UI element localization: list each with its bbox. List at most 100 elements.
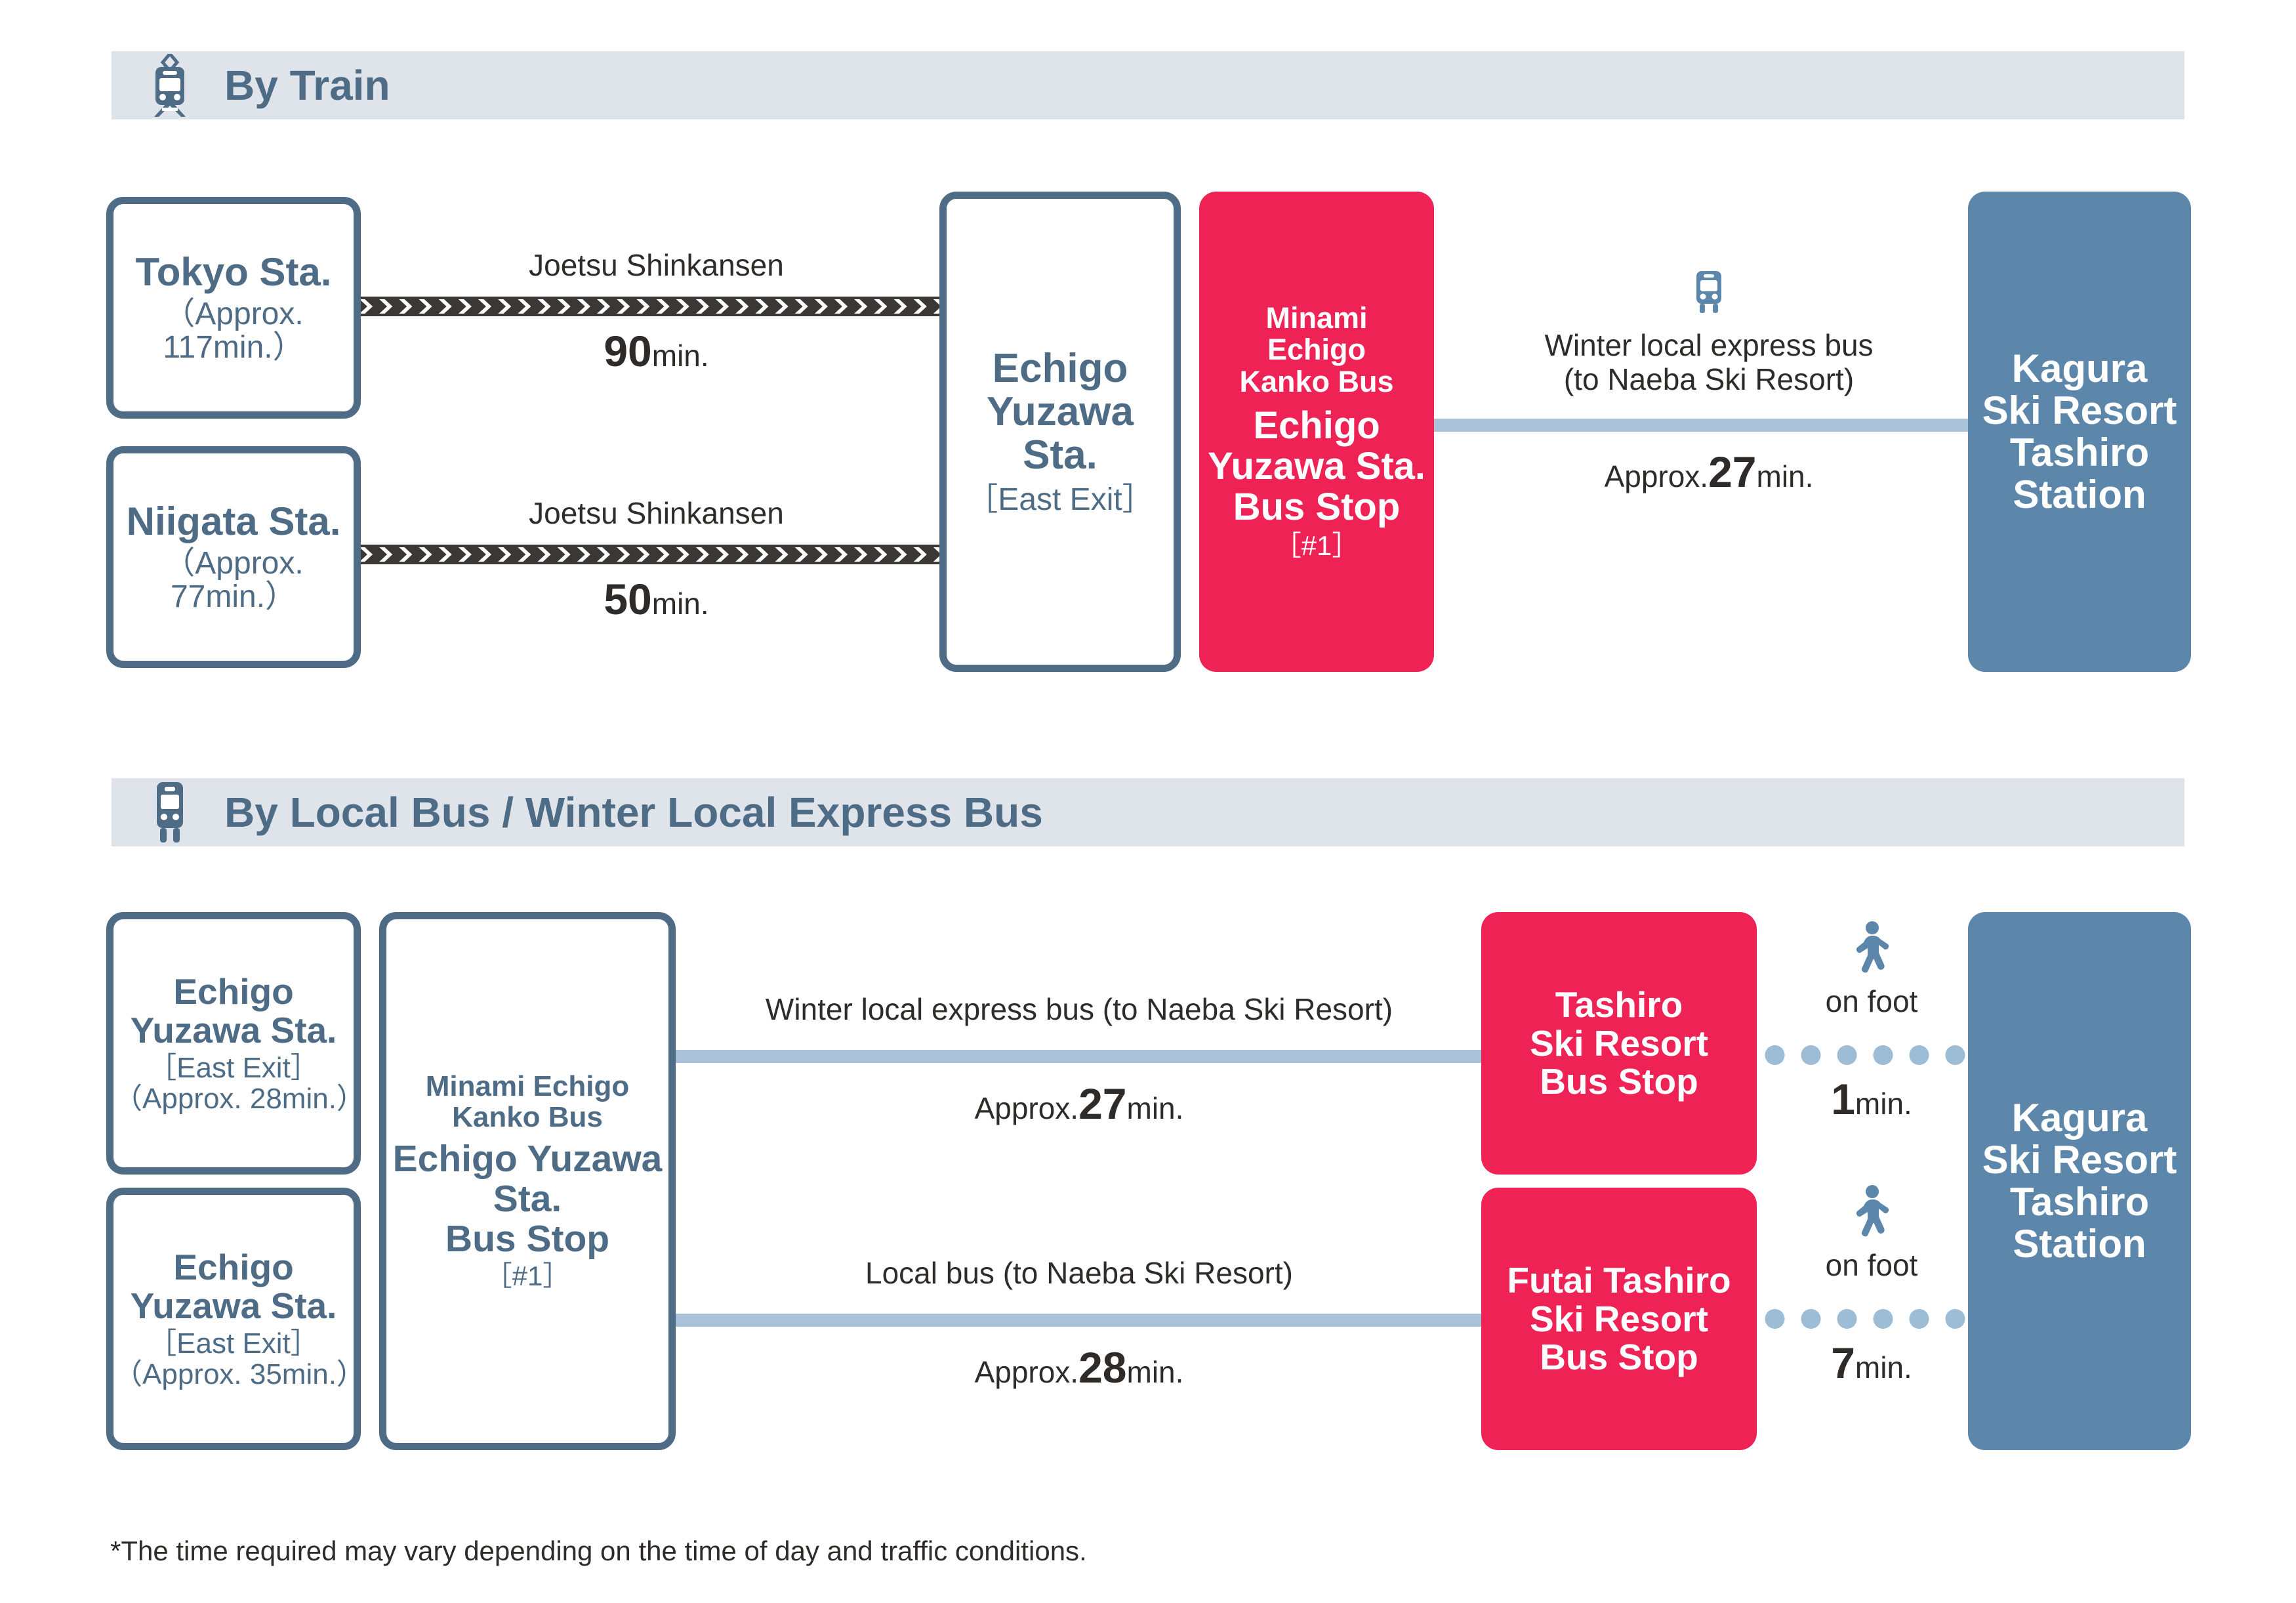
destination-line3: Tashiro <box>2009 1180 2150 1224</box>
destination-line4: Station <box>2013 472 2146 517</box>
bus-stop-name-line1: Echigo Yuzawa <box>392 1138 663 1180</box>
station-note: （Approx. 117min.） <box>163 296 304 365</box>
walk-duration-bottom: 7min. <box>1757 1339 1986 1388</box>
leg-duration-winter-bus-train-section: Approx.27min. <box>1433 448 1984 497</box>
leg-duration-winter-express-bus: Approx.27min. <box>669 1079 1489 1129</box>
walk-dotted-line-top <box>1757 1045 1986 1065</box>
leg-mode-line2: (to Naeba Ski Resort) <box>1563 362 1855 397</box>
bus-operator-line3: Kanko Bus <box>1239 364 1394 398</box>
bus-operator-line2: Echigo <box>1267 333 1366 367</box>
station-name-line1: Echigo <box>173 1247 294 1288</box>
section-header-by-train: By Train <box>112 51 2184 119</box>
leg-approx: Approx. <box>1604 459 1709 493</box>
leg-duration-value: 28 <box>1078 1343 1127 1392</box>
leg-mode: Joetsu Shinkansen <box>529 496 784 530</box>
bus-icon-train-leg <box>1433 270 1984 314</box>
leg-duration-value: 90 <box>604 327 652 375</box>
section-title: By Train <box>224 62 390 109</box>
station-box-echigo-yuzawa[interactable]: Echigo Yuzawa Sta. ［East Exit］ <box>939 192 1181 672</box>
walk-mode: on foot <box>1825 1248 1918 1282</box>
train-icon <box>144 51 195 119</box>
leg-label-winter-bus-train-section: Winter local express bus (to Naeba Ski R… <box>1433 328 1984 397</box>
walk-label-top: on foot <box>1757 984 1986 1018</box>
leg-mode: Local bus (to Naeba Ski Resort) <box>865 1256 1293 1290</box>
stop-name-line1: Tashiro <box>1555 984 1683 1025</box>
leg-duration-niigata: 50min. <box>359 575 953 624</box>
station-box-niigata[interactable]: Niigata Sta. （Approx. 77min.） <box>106 446 361 668</box>
leg-duration-value: 27 <box>1708 448 1757 496</box>
bus-stop-box-tashiro[interactable]: Tashiro Ski Resort Bus Stop <box>1481 912 1757 1175</box>
station-note: （Approx. 77min.） <box>163 545 304 615</box>
bus-stop-box-echigo-yuzawa[interactable]: Minami Echigo Kanko Bus Echigo Yuzawa St… <box>1199 192 1434 672</box>
bus-icon <box>144 778 195 846</box>
destination-box-kagura-bus[interactable]: Kagura Ski Resort Tashiro Station <box>1968 912 2191 1450</box>
leg-duration-value: 27 <box>1078 1079 1127 1128</box>
leg-duration-unit: min. <box>651 339 709 373</box>
chevron-pattern <box>359 545 953 564</box>
station-name-line1: Echigo <box>173 971 294 1012</box>
bus-stop-name-line3: Bus Stop <box>445 1218 610 1260</box>
destination-box-kagura-train[interactable]: Kagura Ski Resort Tashiro Station <box>1968 192 2191 672</box>
bus-stop-name-line1: Echigo <box>1253 404 1380 447</box>
section-title: By Local Bus / Winter Local Express Bus <box>224 789 1043 836</box>
station-name-line2: Yuzawa Sta. <box>987 389 1134 478</box>
station-name: Tokyo Sta. <box>135 249 332 294</box>
bus-line-train-section <box>1433 419 1984 432</box>
leg-label-winter-express-bus: Winter local express bus (to Naeba Ski R… <box>669 992 1489 1026</box>
bus-operator-line1: Minami <box>1265 301 1368 335</box>
leg-label-tokyo: Joetsu Shinkansen <box>359 248 953 282</box>
walk-duration-top: 1min. <box>1757 1075 1986 1124</box>
destination-line1: Kagura <box>2011 346 2148 390</box>
bus-stop-bay: ［#1］ <box>1273 530 1360 561</box>
shinkansen-line-niigata <box>359 545 953 564</box>
leg-duration-local-bus: Approx.28min. <box>669 1343 1489 1392</box>
leg-duration-unit: min. <box>651 587 709 621</box>
bus-stop-bay: ［#1］ <box>484 1260 571 1292</box>
walk-icon-bottom <box>1757 1185 1986 1243</box>
station-exit: ［East Exit］ <box>148 1051 319 1084</box>
station-note: （Approx. 28min.） <box>113 1082 365 1115</box>
destination-line2: Ski Resort <box>1982 388 2177 432</box>
leg-duration-value: 50 <box>604 575 652 623</box>
station-exit: ［East Exit］ <box>966 482 1154 517</box>
leg-mode: Winter local express bus (to Naeba Ski R… <box>765 992 1393 1026</box>
station-name-line2: Yuzawa Sta. <box>130 1285 337 1326</box>
walk-icon-top <box>1757 921 1986 979</box>
station-name-line2: Yuzawa Sta. <box>130 1009 337 1051</box>
leg-duration-unit: min. <box>1756 459 1814 493</box>
stop-name-line2: Ski Resort <box>1529 1022 1709 1064</box>
station-name: Niigata Sta. <box>126 499 341 543</box>
bus-stop-name-line2: Yuzawa Sta. <box>1207 444 1426 488</box>
leg-duration-tokyo: 90min. <box>359 327 953 376</box>
stop-name-line1: Futai Tashiro <box>1507 1259 1731 1301</box>
leg-label-local-bus: Local bus (to Naeba Ski Resort) <box>669 1256 1489 1290</box>
stop-name-line3: Bus Stop <box>1540 1337 1698 1378</box>
station-note: （Approx. 35min.） <box>113 1358 365 1390</box>
walk-duration-unit: min. <box>1855 1087 1912 1121</box>
walk-mode: on foot <box>1825 984 1918 1018</box>
bus-stop-box-echigo-yuzawa-section2[interactable]: Minami Echigo Kanko Bus Echigo Yuzawa St… <box>379 912 676 1450</box>
station-box-echigo-yuzawa-28[interactable]: Echigo Yuzawa Sta. ［East Exit］ （Approx. … <box>106 912 365 1175</box>
bus-stop-name-line2: Sta. <box>493 1178 562 1220</box>
station-name-line1: Echigo <box>992 345 1128 391</box>
station-box-tokyo[interactable]: Tokyo Sta. （Approx. 117min.） <box>106 197 361 419</box>
chevron-pattern <box>359 297 953 316</box>
leg-label-niigata: Joetsu Shinkansen <box>359 496 953 530</box>
footnote: *The time required may vary depending on… <box>110 1535 1087 1566</box>
leg-approx: Approx. <box>974 1355 1079 1389</box>
stop-name-line2: Ski Resort <box>1529 1298 1709 1339</box>
station-box-echigo-yuzawa-35[interactable]: Echigo Yuzawa Sta. ［East Exit］ （Approx. … <box>106 1188 365 1450</box>
walk-dotted-line-bottom <box>1757 1309 1986 1329</box>
bus-operator-line2: Kanko Bus <box>452 1101 603 1134</box>
bus-stop-box-futai-tashiro[interactable]: Futai Tashiro Ski Resort Bus Stop <box>1481 1188 1757 1450</box>
walk-duration-unit: min. <box>1855 1350 1912 1384</box>
walk-label-bottom: on foot <box>1757 1248 1986 1282</box>
shinkansen-line-tokyo <box>359 297 953 316</box>
leg-duration-unit: min. <box>1126 1091 1184 1125</box>
bus-stop-name-line3: Bus Stop <box>1233 485 1401 528</box>
walk-duration-value: 1 <box>1831 1075 1855 1123</box>
destination-line1: Kagura <box>2011 1095 2148 1140</box>
leg-approx: Approx. <box>974 1091 1079 1125</box>
leg-mode: Joetsu Shinkansen <box>529 248 784 282</box>
